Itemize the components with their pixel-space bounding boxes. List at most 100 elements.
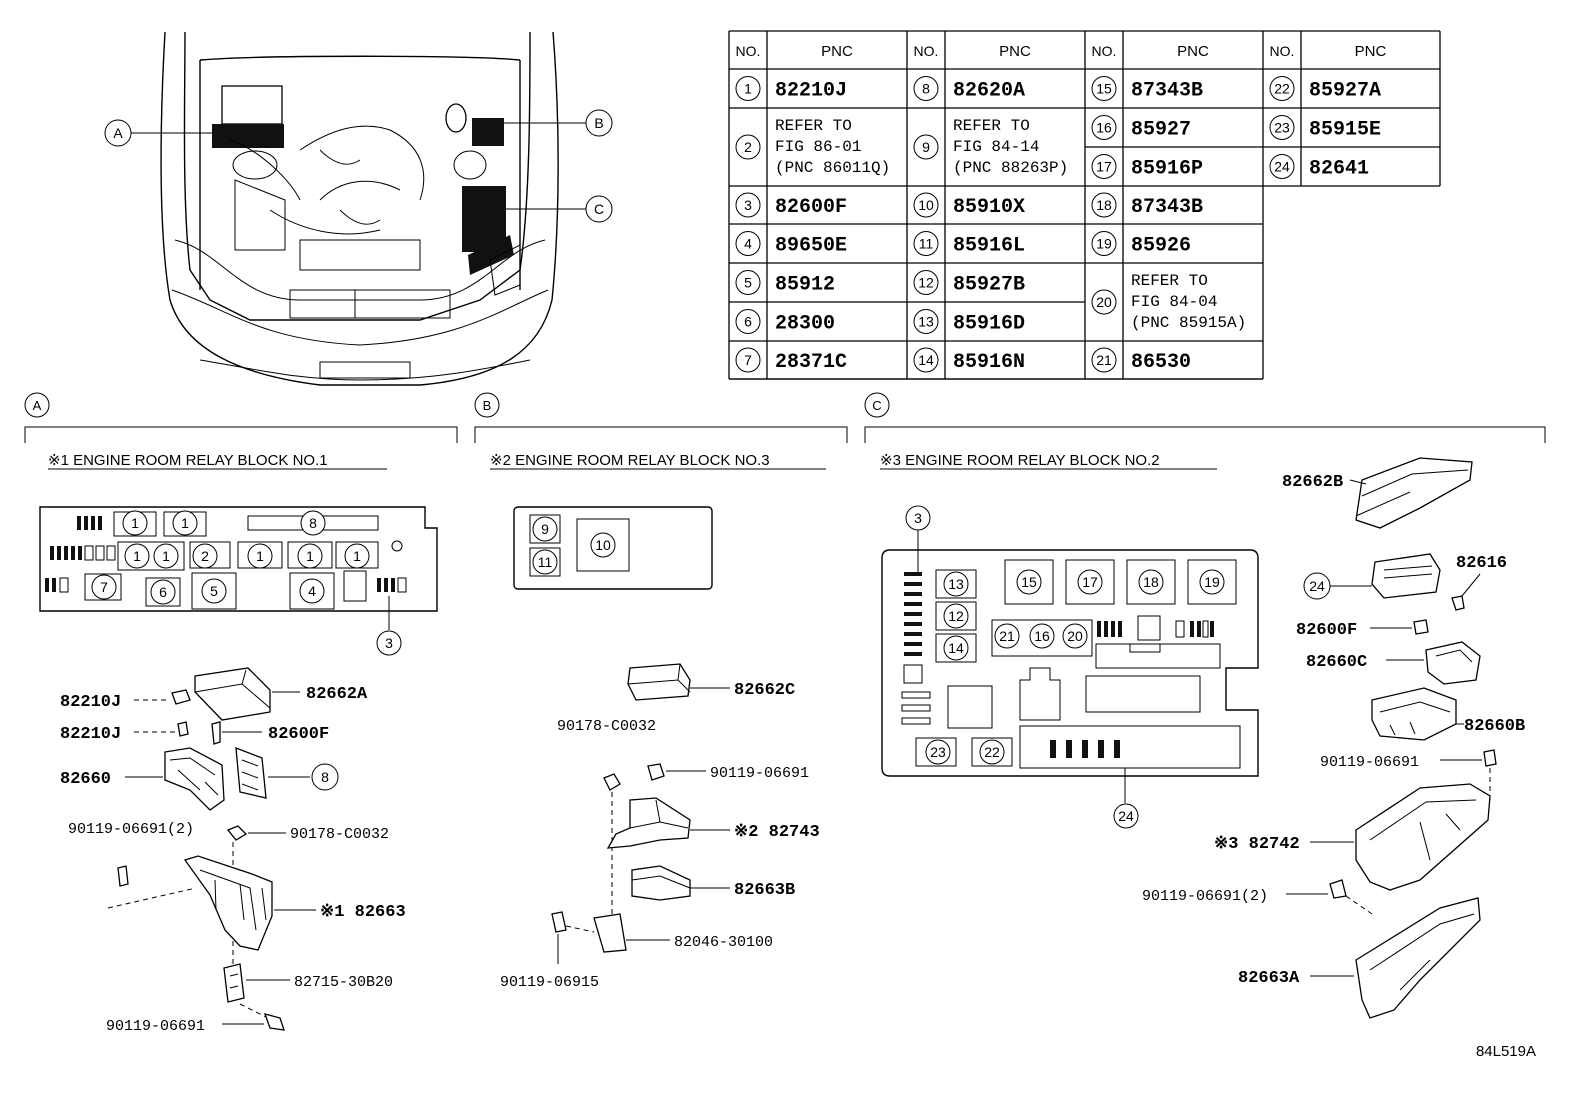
table-row-number-label: 6	[744, 314, 752, 330]
a-part-ref-8: 8	[321, 769, 329, 785]
relay-c-position-label: 16	[1034, 628, 1050, 644]
table-row-pnc: 85927B	[953, 274, 1025, 297]
table-row-number-label: 5	[744, 275, 752, 291]
table-row-number: 2	[735, 134, 761, 160]
relay-a-position: 2	[192, 543, 218, 569]
relay-c-position-label: 18	[1143, 574, 1159, 590]
relay-c-position: 3	[905, 505, 931, 531]
relay-b-position: 11	[532, 549, 558, 575]
table-row-number: 15	[1091, 76, 1117, 101]
a-part-82210j-2: 82210J	[60, 725, 121, 744]
table-header-no: NO.	[1092, 43, 1117, 59]
table-row-pnc: 28371C	[775, 351, 847, 374]
table-row-pnc: 85912	[775, 274, 835, 297]
relay-c-position: 19	[1199, 569, 1225, 595]
relay-a-position-label: 1	[353, 548, 361, 564]
table-row: 5 85912	[735, 270, 835, 297]
relay-a-position-label: 1	[181, 515, 189, 531]
table-row: 1 82210J	[735, 76, 847, 103]
c-part-82600f: 82600F	[1296, 621, 1357, 640]
table-row-pnc: 89650E	[775, 235, 847, 258]
relay-a-position: 1	[247, 543, 273, 569]
relay-c-position: 17	[1077, 569, 1103, 595]
table-row-number: 7	[735, 347, 761, 373]
a-part-82663: ※1 82663	[320, 903, 406, 922]
table-row: 7 28371C	[735, 347, 847, 374]
table-row: 6 28300	[735, 309, 835, 336]
table-row-number-label: 1	[744, 81, 752, 97]
relay-c-position-label: 14	[948, 640, 964, 656]
engine-bay-overview	[160, 31, 559, 386]
table-row-number-label: 2	[744, 139, 752, 155]
a-part-90119-06691-2: 90119-06691(2)	[68, 821, 194, 838]
relay-c-position: 24	[1113, 803, 1139, 829]
relay-c-position-label: 22	[984, 744, 1000, 760]
table-header-no: NO.	[1270, 43, 1295, 59]
table-row-number: 21	[1091, 347, 1117, 373]
table-row-number-label: 15	[1096, 81, 1112, 97]
a-part-82660: 82660	[60, 770, 111, 789]
table-row-number-label: 13	[918, 314, 934, 330]
table-row-pnc: 85910X	[953, 196, 1025, 219]
b-part-82663b: 82663B	[734, 881, 795, 900]
a-part-90119-06691: 90119-06691	[106, 1018, 205, 1035]
table-row: 17 85916P	[1091, 154, 1203, 181]
table-row-number: 11	[913, 231, 939, 256]
relay-a-position: 6	[150, 579, 176, 605]
relay-a-position: 1	[297, 543, 323, 569]
table-row-number: 20	[1091, 289, 1117, 315]
table-row-pnc: 85916N	[953, 351, 1025, 374]
table-row-number: 9	[913, 134, 939, 160]
table-row-number-label: 3	[744, 197, 752, 213]
relay-c-position-label: 20	[1067, 628, 1083, 644]
table-row-pnc: 87343B	[1131, 196, 1203, 219]
table-row-pnc: 86530	[1131, 351, 1191, 374]
relay-c-position-label: 21	[999, 628, 1015, 644]
table-row-pnc: 82210J	[775, 80, 847, 103]
b-part-90178-c0032: 90178-C0032	[557, 718, 656, 735]
table-row-number-label: 16	[1096, 120, 1112, 136]
relay-c-position-label: 19	[1204, 574, 1220, 590]
table-row-number-label: 17	[1096, 159, 1112, 175]
table-row-pnc: 85916P	[1131, 158, 1203, 181]
c-part-90119-06691: 90119-06691	[1320, 754, 1419, 771]
table-row-number-label: 19	[1096, 236, 1112, 252]
relay-c-position: 21	[994, 623, 1020, 649]
relay-a-position-label: 1	[256, 548, 264, 564]
table-header-pnc: PNC	[1177, 43, 1209, 60]
table-row-number: 6	[735, 309, 761, 334]
callout-c: C	[594, 201, 604, 217]
c-part-82662b: 82662B	[1282, 473, 1343, 492]
relay-b-position: 10	[590, 532, 616, 558]
table-row-number-label: 12	[918, 275, 934, 291]
table-row-number: 8	[913, 76, 939, 101]
table-row-number-label: 10	[918, 197, 934, 213]
table-row-number-label: 18	[1096, 197, 1112, 213]
relay-a-position: 8	[300, 510, 326, 536]
table-row-pnc-line: FIG 84-04	[1131, 293, 1217, 311]
relay-a-position: 3	[376, 630, 402, 656]
relay-a-position-label: 1	[306, 548, 314, 564]
table-row-pnc: 28300	[775, 313, 835, 336]
table-row: 3 82600F	[735, 192, 847, 219]
table-row-number: 10	[913, 192, 939, 218]
table-row-pnc: 82600F	[775, 196, 847, 219]
relay-c-position: 23	[925, 739, 951, 765]
table-row-pnc-line: REFER TO	[1131, 272, 1208, 290]
table-row-pnc-line: FIG 86-01	[775, 138, 861, 156]
section-a-title: ※1 ENGINE ROOM RELAY BLOCK NO.1	[48, 452, 328, 469]
section-a-letter: A	[33, 398, 42, 413]
relay-a-position-label: 1	[131, 515, 139, 531]
relay-a-position-label: 8	[309, 515, 317, 531]
table-row-number: 1	[735, 76, 761, 101]
b-part-82046-30100: 82046-30100	[674, 934, 773, 951]
